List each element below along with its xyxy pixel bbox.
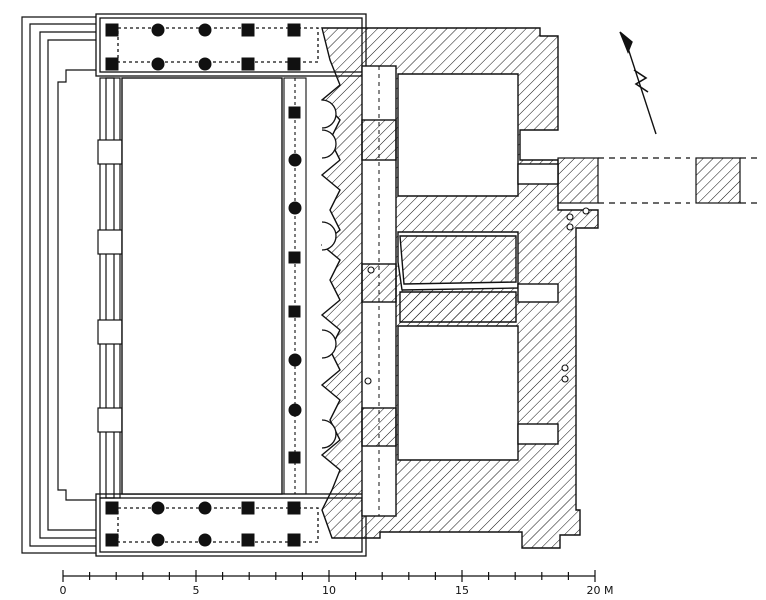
scale-label-15: 15: [455, 584, 469, 597]
niches: [321, 99, 337, 449]
east-extension: [557, 157, 760, 204]
west-pilasters: [97, 139, 123, 433]
north-portico: [95, 13, 367, 77]
scale-label-20: 20 M: [587, 584, 614, 597]
scale-label-10: 10: [322, 584, 336, 597]
scale-label-0: 0: [60, 584, 67, 597]
columns: [105, 23, 302, 547]
scale-label-5: 5: [193, 584, 200, 597]
north-arrow-icon: [619, 31, 657, 135]
scale-bar: [62, 570, 596, 582]
post-holes: [364, 207, 590, 385]
open-court: [121, 77, 283, 495]
temple-masonry: [320, 27, 599, 549]
east-colonnade: [283, 77, 307, 495]
scale-labels: 0 5 10 15 20 M: [60, 584, 614, 597]
outer-platform: [21, 16, 96, 554]
